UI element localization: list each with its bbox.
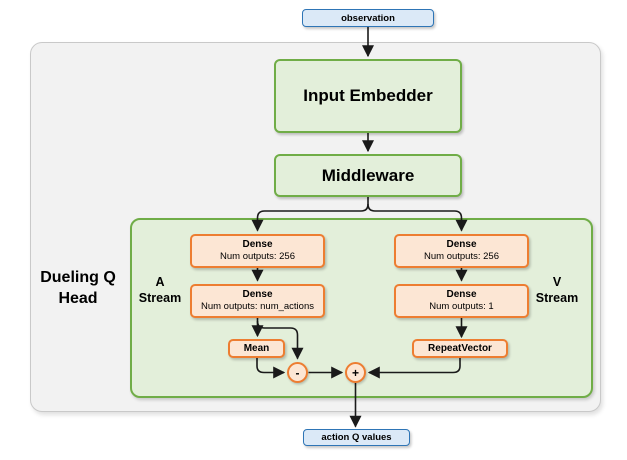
v-dense1-title: Dense <box>446 238 477 250</box>
v-dense2-node: Dense Num outputs: 1 <box>394 284 529 318</box>
action-q-values-label: action Q values <box>321 432 392 443</box>
action-q-values-node: action Q values <box>303 429 410 446</box>
a-stream-label: A Stream <box>138 275 182 306</box>
middleware-node: Middleware <box>274 154 462 197</box>
mean-node: Mean <box>228 339 285 358</box>
observation-label: observation <box>341 12 395 24</box>
observation-node: observation <box>302 9 434 27</box>
add-op-node: + <box>345 362 366 383</box>
a-dense1-title: Dense <box>242 238 273 250</box>
a-dense2-subtitle: Num outputs: num_actions <box>200 301 314 313</box>
dueling-q-head-label: Dueling Q Head <box>40 269 116 307</box>
a-dense2-title: Dense <box>242 288 273 300</box>
v-dense2-title: Dense <box>446 288 477 300</box>
input-embedder-label: Input Embedder <box>303 86 433 105</box>
v-dense2-subtitle: Num outputs: 1 <box>429 301 494 313</box>
v-dense1-subtitle: Num outputs: 256 <box>424 251 499 263</box>
input-embedder-node: Input Embedder <box>274 59 462 133</box>
a-dense2-node: Dense Num outputs: num_actions <box>190 284 325 318</box>
v-stream-label: V Stream <box>535 275 579 306</box>
middleware-label: Middleware <box>321 165 415 185</box>
a-dense1-node: Dense Num outputs: 256 <box>190 234 325 268</box>
repeat-vector-node: RepeatVector <box>412 339 508 358</box>
a-dense1-subtitle: Num outputs: 256 <box>220 251 295 263</box>
v-dense1-node: Dense Num outputs: 256 <box>394 234 529 268</box>
subtract-op-node: - <box>287 362 308 383</box>
